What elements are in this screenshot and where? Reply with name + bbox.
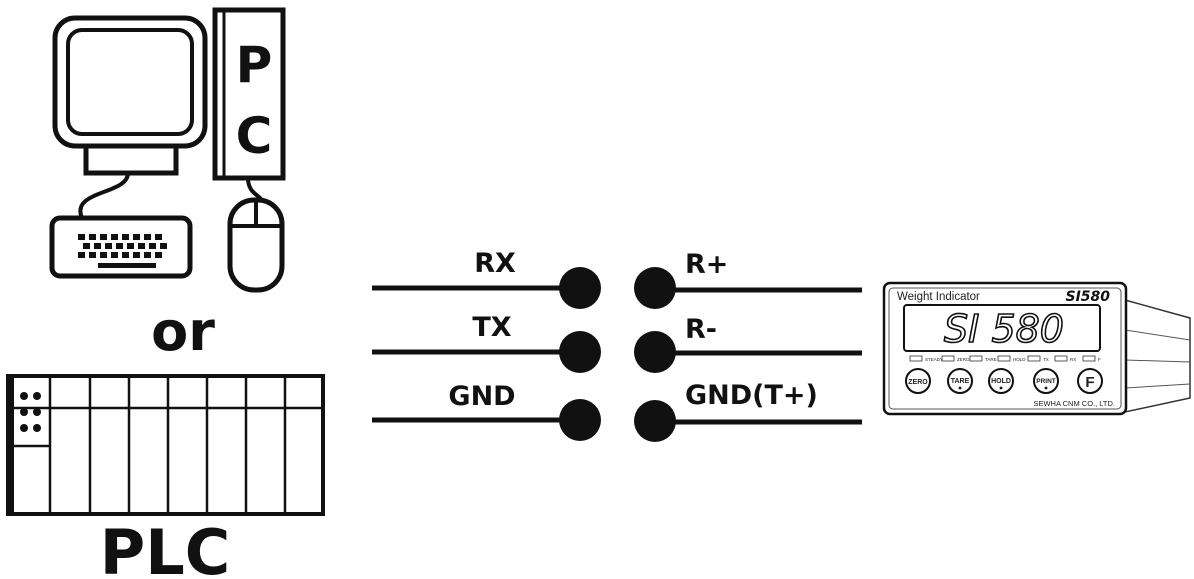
lamp-f: F <box>1098 357 1101 362</box>
left-pin-tx: TX <box>372 312 601 373</box>
left-pin-gnd: GND <box>372 381 601 441</box>
lamp-rx: RX <box>1070 357 1076 362</box>
key-tare-label: TARE <box>951 378 970 385</box>
weight-indicator-device: Weight Indicator SI580 SI 580 STEADY ZER… <box>882 281 1191 416</box>
key-f-label: F <box>1085 374 1094 391</box>
or-label: or <box>151 300 215 363</box>
pin-label-tx: TX <box>472 312 511 343</box>
plc-illustration <box>6 374 325 516</box>
indicator-key-print: PRINT <box>1033 368 1059 394</box>
lamp-steady: STEADY <box>925 357 943 362</box>
lamp-hold: HOLD <box>1013 357 1026 362</box>
indicator-key-zero: ZERO <box>905 368 931 394</box>
left-pin-rx: RX <box>372 248 601 309</box>
indicator-model: SI580 <box>1065 289 1110 305</box>
keyboard-icon <box>49 215 193 279</box>
pin-label-gnd: GND <box>448 381 515 412</box>
indicator-key-f: F <box>1077 368 1103 394</box>
pc-illustration: P C <box>49 7 286 293</box>
pin-label-r-minus: R- <box>685 314 717 345</box>
pin-label-r-plus: R+ <box>685 249 728 280</box>
indicator-key-hold: HOLD <box>988 368 1014 394</box>
lamp-tx: TX <box>1043 357 1049 362</box>
pin-label-rx: RX <box>474 248 516 279</box>
pin-label-gnd-t-plus: GND(T+) <box>685 380 818 411</box>
mouse-icon <box>227 197 285 293</box>
monitor-icon <box>52 15 208 176</box>
lamp-tare: TARE <box>985 357 997 362</box>
key-print-label: PRINT <box>1036 378 1056 385</box>
right-pin-r-minus: R- <box>634 314 862 373</box>
plc-label: PLC <box>100 516 230 579</box>
pc-label-bottom: C <box>236 107 273 165</box>
lamp-zero: ZERO <box>957 357 970 362</box>
indicator-status-lamps: STEADY ZERO TARE HOLD TX RX F <box>909 355 1101 362</box>
pc-label-top: P <box>236 36 273 94</box>
indicator-display-readout: SI 580 <box>944 307 1064 351</box>
pc-tower-icon: P C <box>212 7 286 181</box>
indicator-key-tare: TARE <box>947 368 973 394</box>
indicator-maker: SEWHA CNM CO., LTD. <box>1033 399 1115 408</box>
key-zero-label: ZERO <box>908 379 928 386</box>
plc-led-indicators <box>20 392 41 432</box>
right-pin-r-plus: R+ <box>634 249 862 309</box>
indicator-title: Weight Indicator <box>897 291 980 303</box>
key-hold-label: HOLD <box>991 378 1011 385</box>
right-pin-gnd-t-plus: GND(T+) <box>634 380 862 442</box>
